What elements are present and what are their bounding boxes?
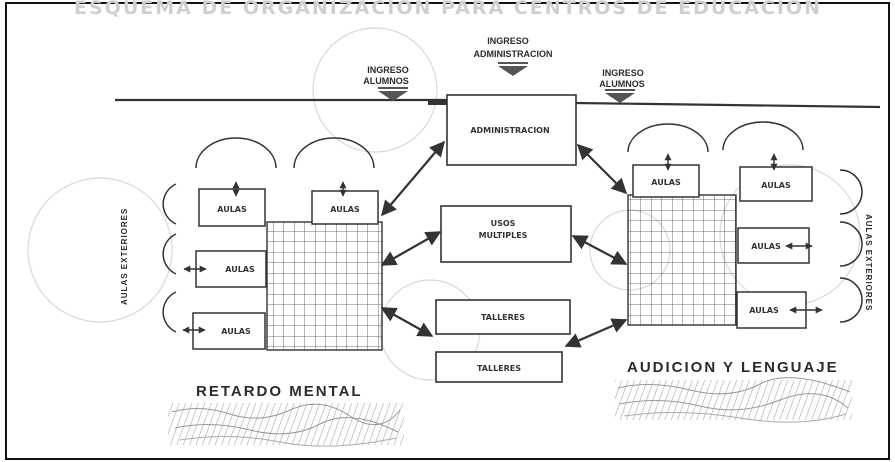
left-aulas-4-label: AULAS	[221, 327, 251, 336]
connection-arrows	[380, 140, 628, 348]
left-aulas-3-label: AULAS	[225, 265, 255, 274]
entrance-students-left: INGRESO ALUMNOS	[363, 65, 409, 101]
block-administracion: ADMINISTRACION	[446, 94, 577, 166]
right-courtyard-grid	[627, 194, 737, 326]
left-aulas-2-label: AULAS	[330, 205, 360, 214]
arrow-left-talleres	[380, 307, 434, 337]
entrance-students-right: INGRESO ALUMNOS	[599, 68, 645, 103]
left-aulas: AULAS AULAS AULAS AULAS	[182, 181, 379, 350]
entrance-students-left-line1: INGRESO	[367, 65, 409, 75]
left-exterior-arcs	[162, 137, 375, 333]
block-talleres-1: TALLERES	[435, 299, 571, 335]
entrance-admin-line1: INGRESO	[487, 36, 529, 46]
entrance-students-right-line2: ALUMNOS	[599, 79, 645, 89]
gate-left	[428, 101, 448, 105]
entrance-admin-line2: ADMINISTRACION	[474, 49, 553, 59]
property-boundary-right	[574, 101, 881, 109]
retardo-mental-title: RETARDO MENTAL	[196, 383, 363, 400]
block-talleres-2: TALLERES	[435, 351, 563, 383]
right-aulas: AULAS AULAS AULAS AULAS	[632, 153, 823, 329]
right-aulas-4-label: AULAS	[749, 306, 779, 315]
audicion-lenguaje-title: AUDICION Y LENGUAJE	[627, 359, 839, 376]
arrow-right-admin	[576, 143, 628, 195]
usos-multiples-line2: MULTIPLES	[479, 231, 528, 240]
administracion-label: ADMINISTRACION	[470, 126, 549, 135]
scribble-right	[615, 377, 852, 423]
arrow-left-admin	[381, 140, 445, 217]
entrance-students-right-line1: INGRESO	[602, 68, 644, 78]
outer-frame	[5, 2, 890, 460]
left-exteriores-label: AULAS EXTERIORES	[120, 208, 129, 305]
entrance-admin-arrow-icon	[498, 66, 528, 76]
talleres-1-label: TALLERES	[481, 313, 525, 322]
block-usos-multiples: USOS MULTIPLES	[440, 205, 572, 263]
talleres-2-label: TALLERES	[477, 364, 521, 373]
entrance-students-right-arrow-icon	[605, 93, 635, 103]
bleed-through-header: ESQUEMA DE ORGANIZACION PARA CENTROS DE …	[74, 0, 822, 19]
entrance-students-left-arrow-icon	[378, 91, 408, 101]
left-courtyard-grid	[266, 221, 383, 351]
arrow-right-talleres	[564, 318, 628, 348]
left-aulas-1-label: AULAS	[217, 205, 247, 214]
scribble-left	[168, 403, 404, 447]
entrance-students-left-line2: ALUMNOS	[363, 76, 409, 86]
arrow-right-usos	[571, 235, 628, 265]
arrow-left-usos	[380, 231, 442, 266]
right-exterior-arcs	[627, 121, 863, 323]
right-aulas-1-label: AULAS	[651, 178, 681, 187]
right-aulas-3-label: AULAS	[751, 242, 781, 251]
right-aulas-2-label: AULAS	[761, 181, 791, 190]
entrance-admin: INGRESO ADMINISTRACION	[474, 36, 553, 76]
right-exteriores-label: AULAS EXTERIORES	[864, 214, 873, 311]
usos-multiples-line1: USOS	[491, 219, 516, 228]
